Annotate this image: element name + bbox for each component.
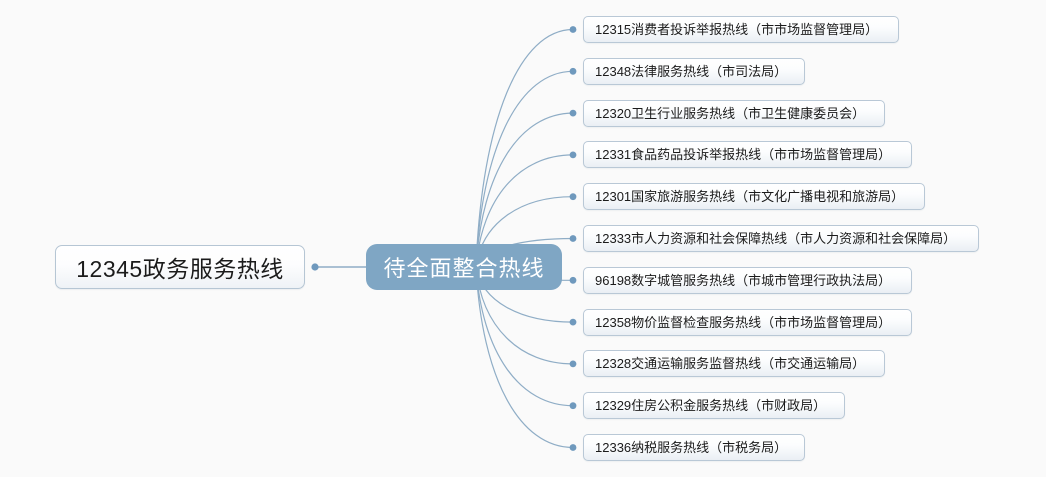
branch-node[interactable]: 12301国家旅游服务热线（市文化广播电视和旅游局） [583,183,925,211]
connector-dot [569,360,577,368]
branch-node-label: 12320卫生行业服务热线（市卫生健康委员会） [595,105,866,121]
branch-node-label: 12348法律服务热线（市司法局） [595,63,788,79]
connector-dot [569,444,577,451]
center-node[interactable]: 待全面整合热线 [366,244,562,290]
branch-node-label: 12328交通运输服务监督热线（市交通运输局） [595,356,866,372]
branch-node-label: 12333市人力资源和社会保障热线（市人力资源和社会保障局） [595,231,957,246]
branch-node-label: 12336纳税服务热线（市税务局） [595,440,788,455]
branch-node-label: 12301国家旅游服务热线（市文化广播电视和旅游局） [595,189,905,205]
connector-dot [569,109,577,117]
connector-dot [569,276,577,284]
branch-node[interactable]: 12358物价监督检查服务热线（市市场监督管理局） [583,308,912,336]
center-node-label: 待全面整合热线 [383,256,545,281]
connector-dot [569,67,577,75]
connector-dot [569,318,577,326]
root-connector-dot [311,263,319,271]
branch-node-label: 12315消费者投诉举报热线（市市场监督管理局） [595,22,879,37]
connector-curve [475,266,574,449]
branch-node[interactable]: 12320卫生行业服务热线（市卫生健康委员会） [583,99,885,127]
branch-node[interactable]: 12329住房公积金服务热线（市财政局） [583,392,845,420]
branch-node[interactable]: 12336纳税服务热线（市税务局） [583,434,805,461]
connector-dot [569,151,577,159]
branch-node-label: 96198数字城管服务热线（市城市管理行政执法局） [595,272,892,288]
connector-curve [475,70,574,268]
branch-node[interactable]: 12331食品药品投诉举报热线（市市场监督管理局） [583,141,912,169]
branch-node[interactable]: 96198数字城管服务热线（市城市管理行政执法局） [583,266,912,294]
branch-node-label: 12358物价监督检查服务热线（市市场监督管理局） [595,314,892,330]
connector-dot [569,193,577,201]
connector-dot [569,235,577,242]
branch-node[interactable]: 12333市人力资源和社会保障热线（市人力资源和社会保障局） [583,225,979,252]
branch-node[interactable]: 12315消费者投诉举报热线（市市场监督管理局） [583,16,899,43]
connector-curve [475,28,574,268]
root-node[interactable]: 12345政务服务热线 [55,245,305,289]
branch-node-label: 12329住房公积金服务热线（市财政局） [595,398,827,414]
branch-node-label: 12331食品药品投诉举报热线（市市场监督管理局） [595,147,892,163]
connector-dot [569,26,577,33]
connector-dot [569,402,577,410]
root-node-label: 12345政务服务热线 [76,256,284,282]
branch-node[interactable]: 12328交通运输服务监督热线（市交通运输局） [583,350,885,378]
branch-node[interactable]: 12348法律服务热线（市司法局） [583,57,805,85]
